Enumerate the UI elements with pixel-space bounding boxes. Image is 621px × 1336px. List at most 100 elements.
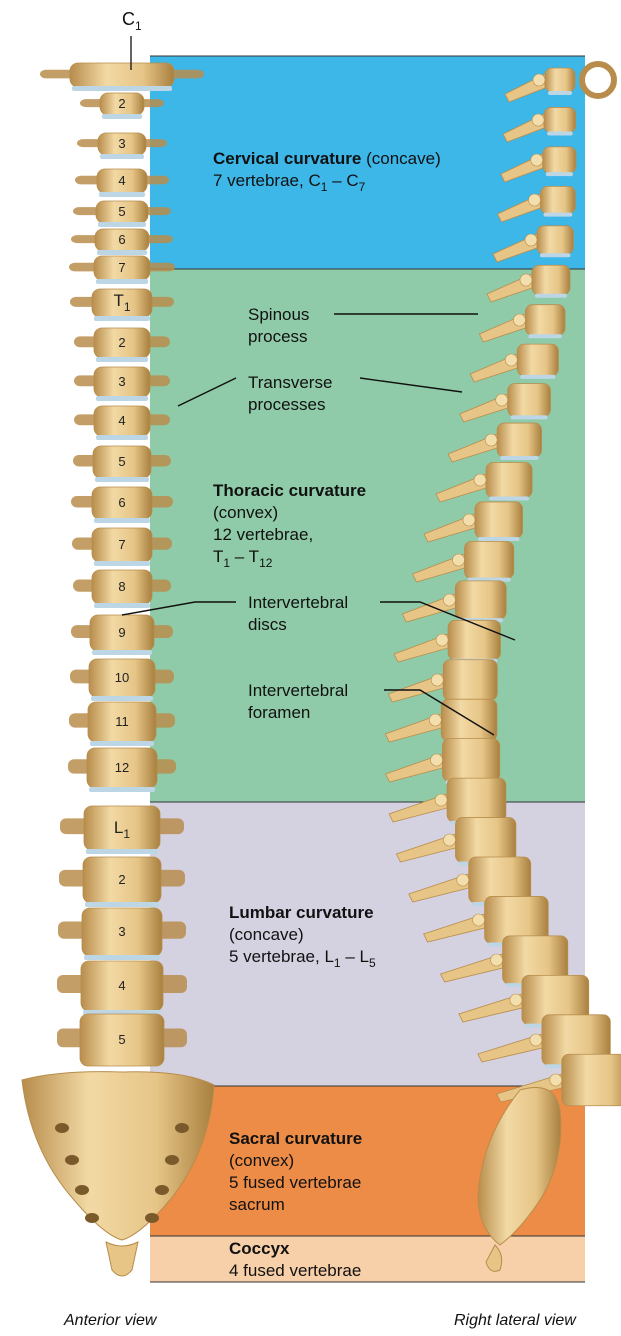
transverse-process: [431, 754, 443, 766]
atlas-ring: [582, 64, 614, 96]
lumbar-vertebra-number: 5: [102, 1032, 142, 1047]
transverse-process: [429, 714, 441, 726]
anterior-view-caption: Anterior view: [64, 1312, 156, 1330]
intervertebral-disc: [528, 334, 562, 338]
lateral-vertebral-body: [443, 660, 497, 701]
thoracic-mid: – T: [230, 547, 259, 566]
transverse-process: [453, 554, 465, 566]
transverse-process: [530, 1034, 542, 1046]
lateral-vertebral-body: [525, 305, 565, 336]
intervertebral-disc: [91, 696, 153, 701]
coccyx: [106, 1242, 138, 1276]
thoracic-count: 12 vertebrae,: [213, 525, 313, 544]
c1-sub: 1: [135, 19, 142, 33]
intervertebral-disc: [98, 222, 146, 227]
cervical-label: Cervical curvature (concave) 7 vertebrae…: [213, 148, 441, 193]
thoracic-vertebra-number-sub: 1: [124, 300, 131, 314]
intervertebral-disc: [92, 650, 152, 655]
intervertebral-disc: [547, 132, 573, 136]
thoracic-vertebra-number: 4: [102, 413, 142, 428]
cervical-qualifier: (concave): [366, 149, 441, 168]
sacral-name: sacrum: [229, 1195, 285, 1214]
discs-line1: Intervertebral: [248, 593, 348, 612]
lumbar-vertebra-number: 2: [102, 872, 142, 887]
transverse-process: [533, 74, 545, 86]
sacral-foramen: [65, 1155, 79, 1165]
thoracic-vertebra-number: 5: [102, 454, 142, 469]
sacral-foramen: [155, 1185, 169, 1195]
intervertebral-disc: [100, 154, 144, 159]
cervical-vertebra-number: 2: [102, 96, 142, 111]
transverse-process: [443, 594, 455, 606]
discs-line2: discs: [248, 615, 287, 634]
sacral-foramen: [85, 1213, 99, 1223]
transverse-process: [510, 994, 522, 1006]
intervertebral-disc: [94, 561, 150, 566]
transverse-process: [474, 474, 486, 486]
transverse-process: [435, 794, 447, 806]
transverse-process: [532, 114, 544, 126]
transverse-process: [513, 314, 525, 326]
lateral-vertebral-body: [486, 463, 532, 498]
thoracic-vertebra-number: 10: [102, 670, 142, 685]
sacral-foramen: [75, 1185, 89, 1195]
intervertebral-disc: [89, 787, 155, 792]
intervertebral-disc: [72, 86, 172, 91]
transverse-process: [505, 354, 517, 366]
intervertebral-disc: [86, 849, 158, 854]
intervertebral-disc: [548, 91, 572, 95]
transverse-process: [496, 394, 508, 406]
intervertebral-disc: [94, 518, 150, 523]
c1-label: C1: [122, 8, 142, 32]
intervertebral-foramen-label: Intervertebral foramen: [248, 680, 348, 724]
thoracic-vertebra-number: 6: [102, 495, 142, 510]
sacral-label: Sacral curvature (convex) 5 fused verteb…: [229, 1128, 362, 1216]
thoracic-vertebra-number: 8: [102, 579, 142, 594]
spinous-line1: Spinous: [248, 305, 309, 324]
lateral-coccyx: [486, 1245, 502, 1271]
vertebral-body: [70, 63, 174, 87]
lateral-vertebral-body: [517, 344, 558, 376]
lumbar-mid: – L: [341, 947, 369, 966]
thoracic-vertebra-number: T1: [102, 291, 142, 311]
intervertebral-disc: [96, 357, 148, 362]
transverse-process: [436, 634, 448, 646]
thoracic-label: Thoracic curvature (convex) 12 vertebrae…: [213, 480, 366, 569]
transverse-process: [485, 434, 497, 446]
transverse-process: [431, 674, 443, 686]
intervertebral-disc: [85, 902, 159, 907]
sacral-foramen: [145, 1213, 159, 1223]
transverse-process: [550, 1074, 562, 1086]
sacral-foramen: [175, 1123, 189, 1133]
lateral-vertebral-body: [455, 581, 506, 619]
intervertebral-disc: [99, 192, 145, 197]
cervical-sub1: 1: [321, 180, 328, 194]
lateral-vertebral-body: [448, 620, 500, 659]
lumbar-qualifier: (concave): [229, 925, 304, 944]
intervertebral-disc: [535, 294, 567, 298]
transverse-line2: processes: [248, 395, 325, 414]
lateral-sacrum: [478, 1088, 561, 1246]
lumbar-vertebra-number: 4: [102, 978, 142, 993]
intervertebral-disc: [478, 537, 520, 541]
intervertebral-disc: [520, 375, 555, 379]
transverse-process: [525, 234, 537, 246]
spinous-process-label: Spinous process: [248, 304, 309, 348]
transverse-process: [457, 874, 469, 886]
intervertebral-disc: [96, 279, 148, 284]
transverse-process: [443, 834, 455, 846]
cervical-vertebra-number: 5: [102, 204, 142, 219]
sacral-foramen: [55, 1123, 69, 1133]
lateral-vertebral-body: [562, 1054, 621, 1106]
transverse-process: [529, 194, 541, 206]
thoracic-sub2: 12: [259, 556, 272, 570]
thoracic-title: Thoracic curvature: [213, 481, 366, 500]
intervertebral-discs-label: Intervertebral discs: [248, 592, 348, 636]
intervertebral-disc: [511, 415, 548, 419]
thoracic-vertebra-number: 2: [102, 335, 142, 350]
intervertebral-disc: [95, 477, 149, 482]
lumbar-sub2: 5: [369, 956, 376, 970]
intervertebral-disc: [546, 172, 573, 176]
sacral-foramen: [165, 1155, 179, 1165]
thoracic-range-start: T: [213, 547, 223, 566]
